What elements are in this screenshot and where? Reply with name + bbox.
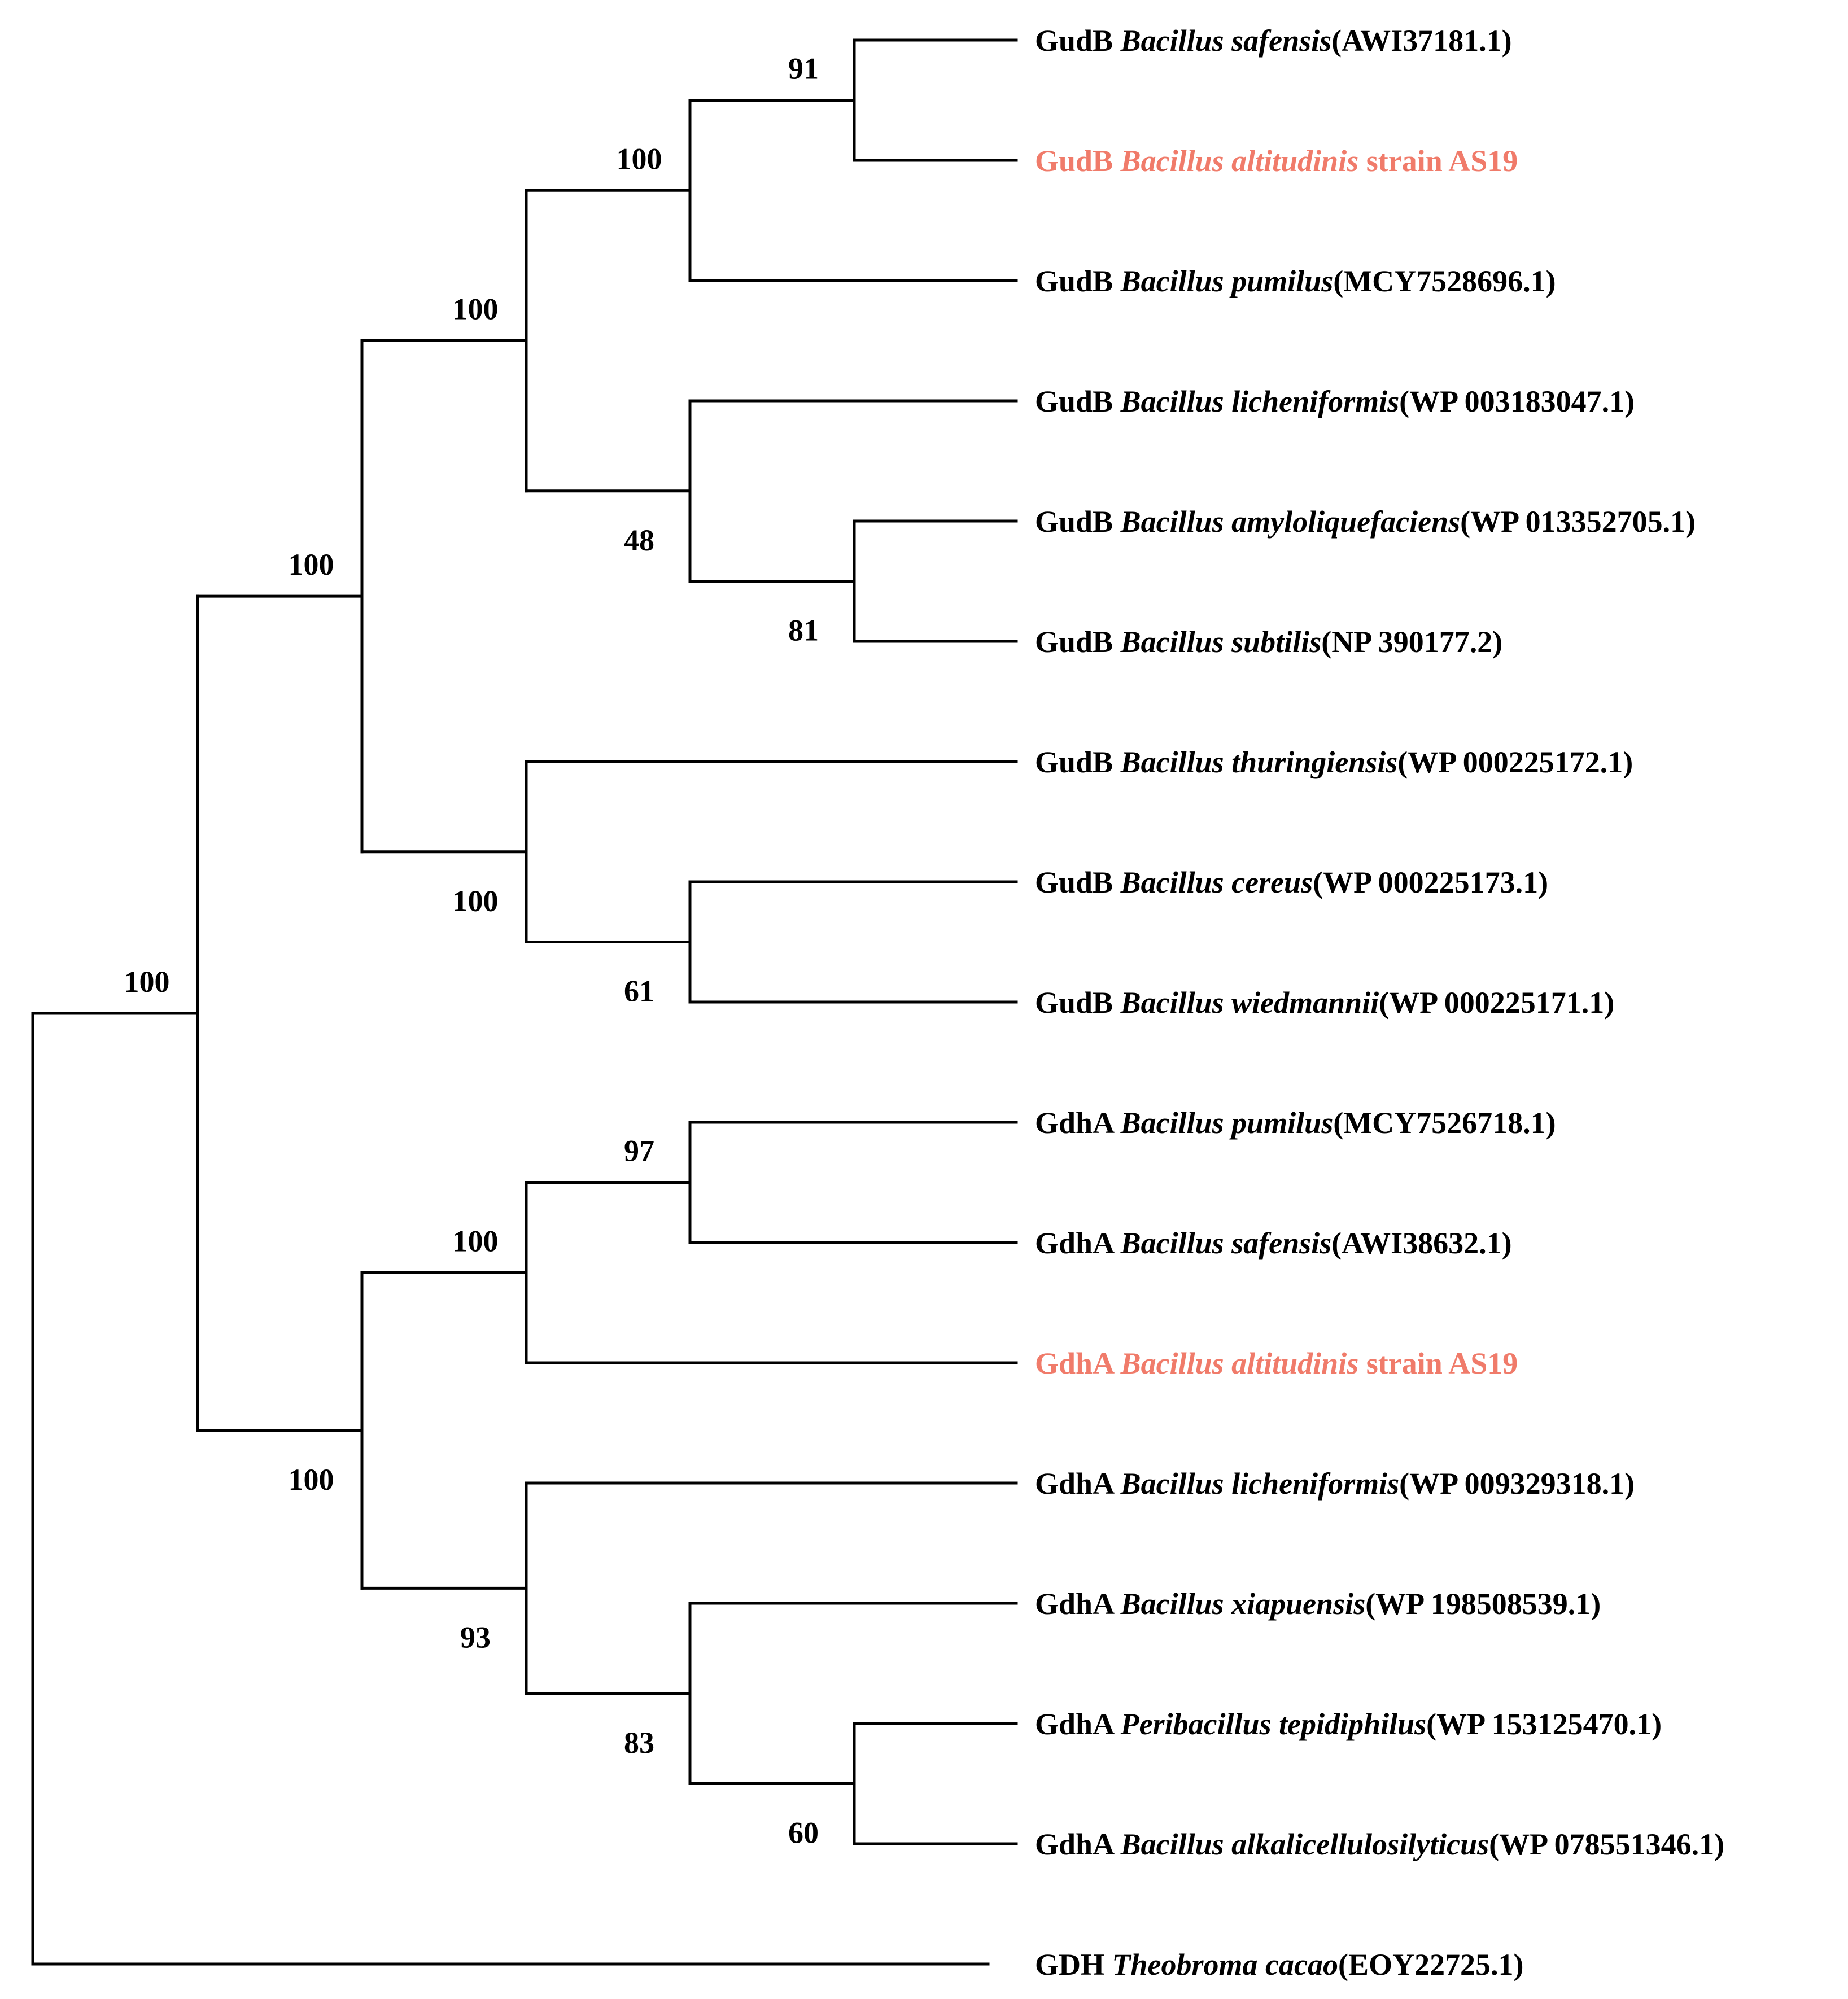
leaf-labels: GudB Bacillus safensis(AWI37181.1)GudB B… — [1035, 24, 1724, 1981]
tree-branches — [31, 38, 1018, 1966]
leaf-accession: (MCY7526718.1) — [1333, 1106, 1556, 1140]
bootstrap-value-n15: 100 — [124, 965, 170, 999]
leaf-species: Bacillus licheniformis — [1120, 384, 1400, 418]
leaf-species: Bacillus subtilis — [1120, 625, 1322, 659]
leaf-gene: GdhA — [1035, 1226, 1121, 1260]
bootstrap-value-n7: 100 — [453, 884, 499, 918]
leaf-gene: GudB — [1035, 384, 1121, 418]
leaf-accession: (WP 000225171.1) — [1379, 986, 1614, 1020]
leaf-species: Bacillus amyloliquefaciens — [1120, 505, 1461, 539]
leaf-accession: (WP 000225172.1) — [1397, 745, 1633, 779]
bootstrap-value-n4: 48 — [624, 523, 654, 557]
leaf-label-10: GdhA Bacillus safensis(AWI38632.1) — [1035, 1226, 1512, 1260]
leaf-label-13: GdhA Bacillus xiapuensis(WP 198508539.1) — [1035, 1587, 1601, 1621]
leaf-accession: (NP 390177.2) — [1321, 625, 1502, 659]
leaf-label-5: GudB Bacillus subtilis(NP 390177.2) — [1035, 625, 1502, 659]
leaf-gene: GudB — [1035, 986, 1121, 1020]
leaf-gene: GudB — [1035, 144, 1121, 178]
leaf-gene: GudB — [1035, 264, 1121, 298]
bootstrap-value-n3: 81 — [788, 614, 819, 648]
leaf-species: Bacillus pumilus — [1120, 264, 1334, 298]
leaf-label-1: GudB Bacillus altitudinis strain AS19 — [1035, 144, 1518, 178]
leaf-gene: GdhA — [1035, 1587, 1121, 1621]
leaf-label-15: GdhA Bacillus alkalicellulosilyticus(WP … — [1035, 1827, 1724, 1861]
bootstrap-value-n6: 61 — [624, 974, 654, 1008]
leaf-species: Bacillus safensis — [1120, 1226, 1332, 1260]
leaf-gene: GdhA — [1035, 1827, 1121, 1861]
leaf-label-12: GdhA Bacillus licheniformis(WP 009329318… — [1035, 1467, 1635, 1501]
leaf-accession: (WP 078551346.1) — [1489, 1827, 1724, 1861]
leaf-species: Bacillus altitudinis — [1120, 1346, 1359, 1380]
leaf-label-14: GdhA Peribacillus tepidiphilus(WP 153125… — [1035, 1707, 1662, 1741]
leaf-accession: strain AS19 — [1358, 144, 1518, 178]
leaf-gene: GudB — [1035, 745, 1121, 779]
leaf-gene: GdhA — [1035, 1106, 1121, 1140]
leaf-label-6: GudB Bacillus thuringiensis(WP 000225172… — [1035, 745, 1633, 779]
leaf-label-7: GudB Bacillus cereus(WP 000225173.1) — [1035, 865, 1548, 899]
leaf-accession: (WP 000225173.1) — [1313, 865, 1548, 899]
bootstrap-value-n9: 97 — [624, 1134, 654, 1168]
bootstrap-value-n5: 100 — [453, 292, 499, 326]
leaf-species: Peribacillus tepidiphilus — [1120, 1707, 1427, 1741]
leaf-accession: (AWI37181.1) — [1331, 24, 1512, 58]
leaf-gene: GdhA — [1035, 1346, 1121, 1380]
bootstrap-value-n1: 91 — [788, 52, 819, 86]
bootstrap-value-n8: 100 — [289, 548, 334, 581]
leaf-species: Bacillus alkalicellulosilyticus — [1120, 1827, 1489, 1861]
bootstrap-value-n13: 93 — [460, 1620, 491, 1654]
bootstrap-value-n2: 100 — [617, 142, 662, 176]
leaf-accession: (WP 003183047.1) — [1399, 384, 1635, 418]
leaf-species: Bacillus licheniformis — [1120, 1467, 1400, 1501]
bootstrap-value-n10: 100 — [453, 1224, 499, 1258]
leaf-gene: GdhA — [1035, 1467, 1121, 1501]
leaf-species: Theobroma cacao — [1112, 1948, 1338, 1981]
leaf-accession: (MCY7528696.1) — [1333, 264, 1556, 298]
leaf-label-11: GdhA Bacillus altitudinis strain AS19 — [1035, 1346, 1518, 1380]
leaf-accession: (WP 153125470.1) — [1426, 1707, 1662, 1741]
bootstrap-value-n12: 83 — [624, 1726, 654, 1760]
leaf-label-16: GDH Theobroma cacao(EOY22725.1) — [1035, 1948, 1523, 1981]
leaf-species: Bacillus pumilus — [1120, 1106, 1334, 1140]
leaf-species: Bacillus wiedmannii — [1120, 986, 1379, 1020]
leaf-gene: GudB — [1035, 865, 1121, 899]
leaf-gene: GudB — [1035, 505, 1121, 539]
leaf-species: Bacillus thuringiensis — [1120, 745, 1398, 779]
bootstrap-value-n14: 100 — [289, 1463, 334, 1497]
bootstrap-value-n11: 60 — [788, 1816, 819, 1850]
leaf-accession: (WP 013352705.1) — [1460, 505, 1696, 539]
bootstrap-values: 91 100 81 48 100 61 100 100 97 100 60 83 93 100 100 — [124, 52, 819, 1850]
leaf-gene: GdhA — [1035, 1707, 1121, 1741]
leaf-gene: GudB — [1035, 24, 1121, 58]
leaf-accession: (WP 009329318.1) — [1399, 1467, 1635, 1501]
leaf-label-4: GudB Bacillus amyloliquefaciens(WP 01335… — [1035, 505, 1696, 539]
leaf-species: Bacillus safensis — [1120, 24, 1332, 58]
leaf-species: Bacillus xiapuensis — [1120, 1587, 1366, 1621]
leaf-gene: GudB — [1035, 625, 1121, 659]
leaf-species: Bacillus altitudinis — [1120, 144, 1359, 178]
leaf-label-0: GudB Bacillus safensis(AWI37181.1) — [1035, 24, 1512, 58]
leaf-accession: strain AS19 — [1358, 1346, 1518, 1380]
leaf-accession: (AWI38632.1) — [1331, 1226, 1512, 1260]
leaf-accession: (WP 198508539.1) — [1365, 1587, 1601, 1621]
leaf-species: Bacillus cereus — [1120, 865, 1313, 899]
leaf-label-3: GudB Bacillus licheniformis(WP 003183047… — [1035, 384, 1635, 418]
leaf-accession: (EOY22725.1) — [1338, 1948, 1523, 1981]
leaf-label-9: GdhA Bacillus pumilus(MCY7526718.1) — [1035, 1106, 1556, 1140]
leaf-label-8: GudB Bacillus wiedmannii(WP 000225171.1) — [1035, 986, 1614, 1020]
leaf-label-2: GudB Bacillus pumilus(MCY7528696.1) — [1035, 264, 1556, 298]
leaf-gene: GDH — [1035, 1948, 1112, 1981]
